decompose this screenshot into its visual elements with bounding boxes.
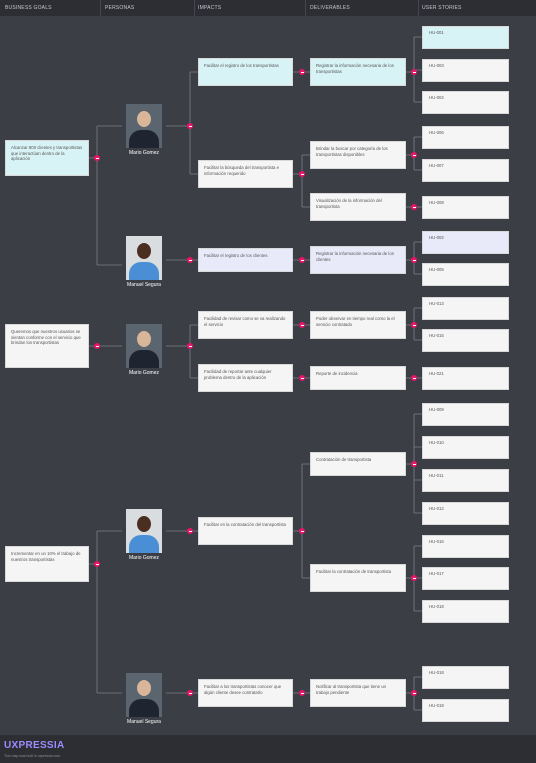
deliverable-card[interactable]: Poder observar en tiempo real como la el…: [310, 311, 406, 339]
user-story-card[interactable]: HU-015: [422, 329, 509, 352]
deliverable-card[interactable]: Contratación de transportista: [310, 452, 406, 476]
deliverable-card[interactable]: Reporte de incidencia: [310, 366, 406, 390]
column-impacts: IMPACTS: [198, 5, 222, 11]
brand-logo[interactable]: UXPRESSIA: [4, 740, 65, 751]
column-divider: [305, 0, 306, 16]
column-personas: PERSONAS: [105, 5, 135, 11]
deliverable-card[interactable]: Facilitar la contratación de transportis…: [310, 564, 406, 592]
avatar: [126, 509, 162, 553]
persona-name: Mario Gomez: [128, 555, 159, 561]
connector-node[interactable]: [411, 204, 417, 210]
connector-node[interactable]: [299, 322, 305, 328]
impact-card[interactable]: Facilitar a los transportistas conocer q…: [198, 679, 293, 707]
user-story-card[interactable]: HU-016: [422, 535, 509, 558]
user-story-card[interactable]: HU-001: [422, 26, 509, 49]
user-story-card[interactable]: HU-007: [422, 159, 509, 182]
impact-card[interactable]: Facilitar la búsqueda del transportista …: [198, 160, 293, 188]
connector-node[interactable]: [94, 343, 100, 349]
user-story-card[interactable]: HU-003: [422, 59, 509, 82]
connector-node[interactable]: [187, 123, 193, 129]
connector-node[interactable]: [411, 375, 417, 381]
user-story-card[interactable]: HU-019: [422, 699, 509, 722]
user-story-card[interactable]: HU-005: [422, 263, 509, 286]
persona-card[interactable]: Mario Gomez: [120, 324, 168, 376]
business-goal-card[interactable]: Alcanzar 800 clientes y transportistas q…: [5, 140, 89, 176]
user-story-card[interactable]: HU-012: [422, 502, 509, 525]
connector-node[interactable]: [299, 257, 305, 263]
persona-name: Mario Gomez: [128, 150, 159, 156]
deliverable-card[interactable]: Brindar la buscar por categoría de los t…: [310, 141, 406, 169]
connector-node[interactable]: [411, 575, 417, 581]
connector-node[interactable]: [94, 561, 100, 567]
user-story-card[interactable]: HU-021: [422, 367, 509, 390]
column-divider: [100, 0, 101, 16]
impact-card[interactable]: Facilitar el registro de los transportis…: [198, 58, 293, 86]
user-story-card[interactable]: HU-004: [422, 91, 509, 114]
persona-name: Manuel Segura: [127, 719, 161, 725]
persona-name: Manuel Segura: [127, 282, 161, 288]
connector-node[interactable]: [299, 690, 305, 696]
deliverable-card[interactable]: Registrar la información necesaria de lo…: [310, 246, 406, 274]
column-header-bar: BUSINESS GOALS PERSONAS IMPACTS DELIVERA…: [0, 0, 536, 16]
connector-node[interactable]: [187, 690, 193, 696]
deliverable-card[interactable]: Notificar al transportista que tiene un …: [310, 679, 406, 707]
connector-node[interactable]: [187, 528, 193, 534]
avatar: [126, 236, 162, 280]
footer: UXPRESSIA This map was built in uxpressi…: [0, 735, 536, 763]
connector-node[interactable]: [94, 155, 100, 161]
column-user-stories: USER STORIES: [422, 5, 462, 11]
business-goal-card[interactable]: Incrementar en un 10% el trabajo de nues…: [5, 546, 89, 582]
column-divider: [418, 0, 419, 16]
connector-node[interactable]: [411, 152, 417, 158]
deliverable-card[interactable]: Visualización de la información del tran…: [310, 193, 406, 221]
column-divider: [194, 0, 195, 16]
persona-name: Mario Gomez: [128, 370, 159, 376]
deliverable-card[interactable]: Registrar la información necesaria de lo…: [310, 58, 406, 86]
connector-node[interactable]: [299, 375, 305, 381]
user-story-card[interactable]: HU-002: [422, 231, 509, 254]
connector-node[interactable]: [411, 690, 417, 696]
avatar: [126, 104, 162, 148]
user-story-card[interactable]: HU-013: [422, 297, 509, 320]
persona-card[interactable]: Manuel Segura: [120, 673, 168, 725]
impact-card[interactable]: Facilidad de reportar ante cualquier pro…: [198, 364, 293, 392]
connector-node[interactable]: [411, 69, 417, 75]
user-story-card[interactable]: HU-008: [422, 196, 509, 219]
impact-card[interactable]: Facilidad de revisar como se va realizan…: [198, 311, 293, 339]
connector-node[interactable]: [411, 257, 417, 263]
connector-node[interactable]: [187, 343, 193, 349]
persona-card[interactable]: Manuel Segura: [120, 236, 168, 288]
impact-card[interactable]: Facilitar el registro de los clientes: [198, 248, 293, 272]
connector-node[interactable]: [411, 322, 417, 328]
user-story-card[interactable]: HU-010: [422, 436, 509, 459]
connector-node[interactable]: [411, 461, 417, 467]
user-story-card[interactable]: HU-009: [422, 403, 509, 426]
column-deliverables: DELIVERABLES: [310, 5, 350, 11]
avatar: [126, 324, 162, 368]
persona-card[interactable]: Mario Gomez: [120, 509, 168, 561]
user-story-card[interactable]: HU-017: [422, 567, 509, 590]
user-story-card[interactable]: HU-006: [422, 126, 509, 149]
impact-card[interactable]: Facilitar en la contratación del transpo…: [198, 517, 293, 545]
connector-node[interactable]: [187, 257, 193, 263]
user-story-card[interactable]: HU-018: [422, 666, 509, 689]
user-story-card[interactable]: HU-011: [422, 469, 509, 492]
footer-tagline: This map was built in uxpressia.com: [4, 754, 61, 758]
connector-node[interactable]: [299, 171, 305, 177]
column-business-goals: BUSINESS GOALS: [5, 5, 52, 11]
connector-node[interactable]: [299, 69, 305, 75]
business-goal-card[interactable]: Queremos que nuestros usuarios se sienta…: [5, 324, 89, 368]
persona-card[interactable]: Mario Gomez: [120, 104, 168, 156]
user-story-card[interactable]: HU-018: [422, 600, 509, 623]
connector-node[interactable]: [299, 528, 305, 534]
avatar: [126, 673, 162, 717]
